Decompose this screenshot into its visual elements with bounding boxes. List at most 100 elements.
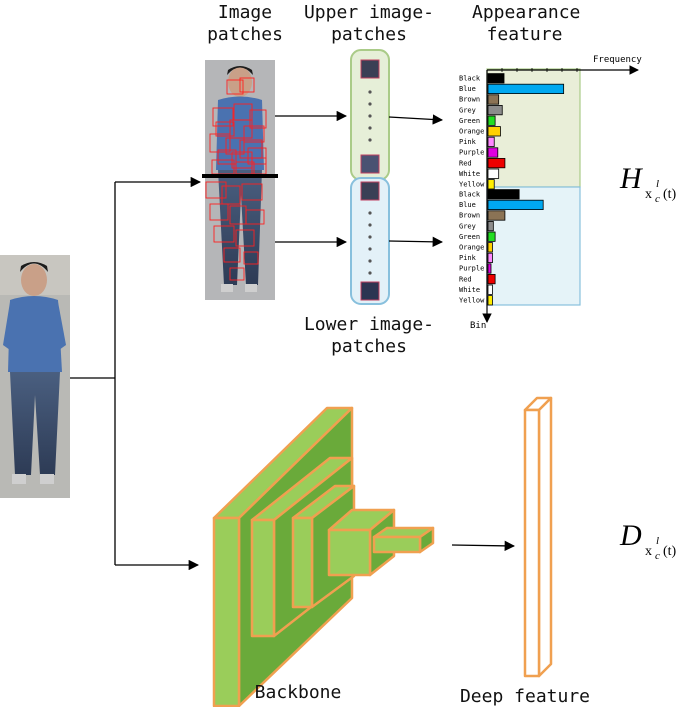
lower-patch-thumb-2 xyxy=(360,281,380,301)
patch-rect xyxy=(212,107,234,127)
appearance-histogram: BlackBlueBrownGreyGreenOrangePinkPurpleR… xyxy=(459,55,642,331)
patch-rect xyxy=(235,229,255,247)
lower-bin-label: White xyxy=(459,286,480,294)
upper-bar xyxy=(487,115,496,126)
upper-bar xyxy=(487,147,499,158)
backbone-label: Backbone xyxy=(254,682,342,703)
upper-bin-label: Orange xyxy=(459,128,484,136)
patch-rect xyxy=(229,267,245,281)
patch-rect xyxy=(209,203,229,221)
cnn-block-2-front xyxy=(250,518,276,638)
formula-D-arg: (t) xyxy=(663,544,677,559)
lower-bin-label: Red xyxy=(459,275,472,283)
patch-rect xyxy=(239,77,255,93)
patch-rect xyxy=(245,209,265,225)
formula-H-main: H xyxy=(619,162,644,195)
appearance-feature-label: Appearance feature xyxy=(472,2,581,46)
image-patches-label: Image patches xyxy=(205,2,285,46)
appearance-feature-label-line1: Appearance xyxy=(472,2,581,23)
lower-bin-label: Green xyxy=(459,233,480,241)
lower-bin-label: Black xyxy=(459,191,481,199)
upper-bin-label: Grey xyxy=(459,106,476,114)
patch-rect xyxy=(213,225,235,243)
lower-patch-thumb-1 xyxy=(360,181,380,201)
lower-bin-label: Blue xyxy=(459,201,476,209)
upper-bin-label: White xyxy=(459,170,480,178)
upper-patch-thumb-1 xyxy=(360,59,380,79)
upper-bin-label: Brown xyxy=(459,96,480,104)
patch-rect xyxy=(221,185,241,205)
lower-patches-label: Lower image- patches xyxy=(296,314,442,358)
patch-rect xyxy=(217,149,237,165)
formula-H-sub: x xyxy=(645,187,652,202)
patch-rect xyxy=(241,183,263,201)
patch-rect xyxy=(226,79,244,95)
upper-bar xyxy=(487,94,500,105)
patch-rect xyxy=(215,121,235,137)
formula-D: D x c l (t) xyxy=(619,519,677,562)
patch-rect xyxy=(205,181,227,199)
patch-rect xyxy=(225,137,245,155)
upper-bar xyxy=(487,126,501,137)
upper-bar xyxy=(487,168,500,179)
patch-rectangles xyxy=(205,77,267,281)
upper-bar xyxy=(487,157,506,169)
lower-bar xyxy=(487,199,544,210)
formula-D-sup: l xyxy=(656,535,659,547)
deep-feature-label: Deep feature xyxy=(459,686,591,707)
patch-rect xyxy=(223,247,241,263)
lower-bar xyxy=(487,242,493,253)
backbone-cnn xyxy=(212,406,435,708)
lower-bin-label: Orange xyxy=(459,244,484,252)
lower-patches-label-line1: Lower image- xyxy=(303,314,435,335)
formula-H: H x c l (t) xyxy=(619,162,677,205)
upper-bar xyxy=(487,73,505,84)
upper-bar xyxy=(487,179,495,190)
formula-D-sub: x xyxy=(645,544,652,559)
upper-patches-label-line2: patches xyxy=(331,24,407,45)
formula-D-main: D xyxy=(619,519,642,552)
lower-bar xyxy=(487,295,493,306)
lower-bin-label: Purple xyxy=(459,265,484,273)
upper-bin-label: Purple xyxy=(459,149,484,157)
formula-H-arg: (t) xyxy=(663,187,677,202)
image-patches-label-line2: patches xyxy=(207,24,283,45)
hist-y-axis-label: Bin xyxy=(470,321,486,331)
upper-bin-label: Pink xyxy=(459,138,477,146)
patch-rect xyxy=(243,125,265,143)
person-image xyxy=(0,255,70,498)
connectors xyxy=(70,110,516,571)
deep-feature-vector xyxy=(523,396,553,678)
lower-bar xyxy=(487,284,493,295)
lower-bin-label: Pink xyxy=(459,254,477,262)
lower-bar xyxy=(487,263,492,274)
patch-rect xyxy=(209,133,231,153)
lower-bar xyxy=(487,273,496,285)
upper-bar xyxy=(487,105,503,116)
patch-rect xyxy=(247,147,267,165)
cnn-block-3-front xyxy=(291,516,314,609)
hist-x-axis-label: Frequency xyxy=(593,55,642,65)
upper-bar xyxy=(487,136,495,147)
lower-bar xyxy=(487,220,494,232)
lower-bar xyxy=(487,189,520,200)
upper-bin-label: Yellow xyxy=(459,181,485,189)
upper-bin-label: Black xyxy=(459,75,481,83)
lower-dots xyxy=(368,211,372,275)
cnn-block-1-front xyxy=(212,516,241,708)
upper-bin-label: Green xyxy=(459,117,480,125)
upper-dots xyxy=(368,90,372,142)
patch-rect xyxy=(243,251,259,265)
patch-rect xyxy=(239,139,263,159)
upper-bin-label: Blue xyxy=(459,85,476,93)
lower-bin-label: Yellow xyxy=(459,297,485,305)
formula-D-subsub: c xyxy=(655,550,660,562)
lower-bar xyxy=(487,210,506,221)
cnn-block-5-front xyxy=(372,535,422,554)
upper-patches-label-line1: Upper image- xyxy=(303,2,435,23)
upper-patches-label: Upper image- patches xyxy=(296,2,442,46)
appearance-feature-label-line2: feature xyxy=(486,24,563,45)
upper-bar xyxy=(487,83,565,94)
